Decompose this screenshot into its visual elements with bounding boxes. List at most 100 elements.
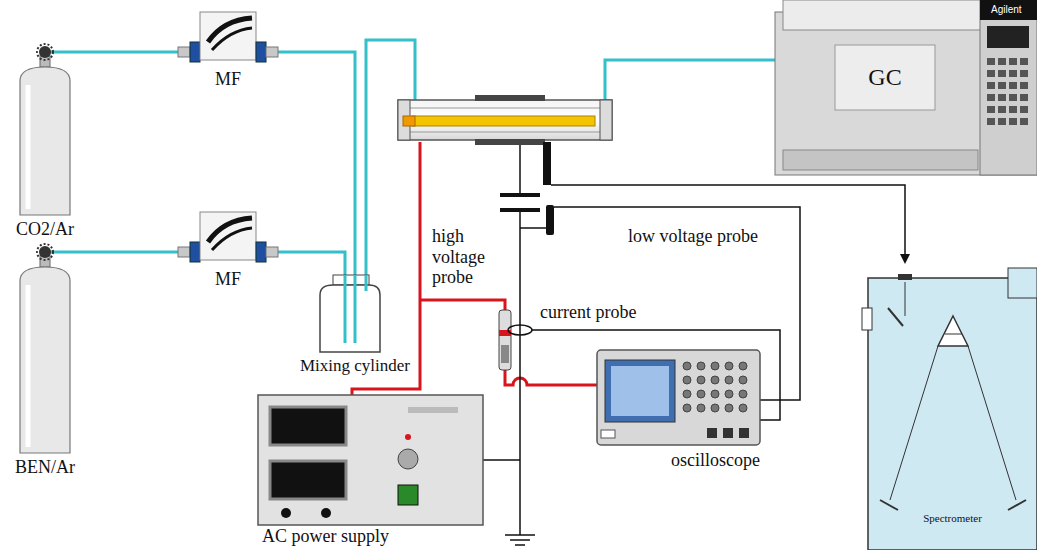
gas-cylinder [20, 267, 70, 453]
gas-cylinder [50, 251, 80, 254]
gas-chromatograph [1020, 118, 1028, 125]
spectrometer-box [898, 274, 912, 280]
mixing-bottle [344, 275, 347, 343]
gas-chromatograph [998, 118, 1006, 125]
gas-chromatograph [783, 150, 978, 170]
plasma-reactor [412, 116, 595, 126]
optical-fiber [551, 185, 905, 262]
gas-chromatograph [987, 106, 995, 113]
spectrometer-box [888, 308, 903, 326]
gas-cylinder [26, 85, 31, 209]
gas-chromatograph [998, 82, 1006, 89]
ground-wire [519, 145, 521, 195]
gas-chromatograph [1009, 82, 1017, 89]
gas-cylinder [20, 244, 80, 453]
equipment-node: AC power supply [258, 395, 483, 550]
power-supply-body [270, 407, 346, 445]
gas-line [366, 40, 775, 275]
gas-chromatograph [987, 82, 995, 89]
equipment-node: GC [775, 0, 1037, 175]
high-voltage-probe-symbol [499, 310, 511, 370]
mass-flow-controller [190, 42, 200, 62]
oscilloscope-body [707, 428, 717, 438]
equipment-node: MF [178, 12, 278, 92]
equipment-node: Mixing cylinder [295, 275, 415, 380]
oscilloscope-body [683, 404, 691, 412]
oscilloscope-body [697, 362, 705, 370]
oscilloscope-body [739, 362, 747, 370]
oscilloscope-body [683, 390, 691, 398]
oscilloscope-body [697, 376, 705, 384]
mass-flow-controller [212, 228, 252, 250]
gas-chromatograph [987, 70, 995, 77]
oscilloscope-body [711, 362, 719, 370]
oscilloscope-body [683, 362, 691, 370]
power-supply-body [258, 395, 483, 525]
equipment-shape [10, 245, 80, 485]
power-supply-body [321, 508, 331, 518]
mixing-bottle [333, 275, 369, 285]
gas-cylinder [50, 51, 80, 54]
oscilloscope-body [739, 390, 747, 398]
gas-chromatograph [998, 58, 1006, 65]
spectrometer-box [1008, 500, 1026, 510]
ground-symbol [505, 534, 535, 536]
plasma-reactor [398, 95, 612, 145]
oscilloscope-body [711, 376, 719, 384]
gas-cylinder [37, 244, 53, 260]
plasma-reactor [600, 100, 612, 140]
oscilloscope-body [739, 428, 749, 438]
ground-symbol [510, 539, 530, 541]
gas-cylinder [20, 44, 80, 215]
ground-wire [483, 145, 520, 535]
equipment-node: MF [178, 212, 278, 292]
probe-label: low voltage probe [628, 226, 758, 247]
equipment-label: AC power supply [262, 527, 389, 547]
mass-flow-controller [256, 242, 266, 262]
equipment-label: MF [215, 270, 241, 290]
electrode-wire [505, 370, 597, 385]
equipment-label: BEN/Ar [15, 458, 75, 478]
plasma-reactor [403, 116, 415, 126]
gas-line [278, 252, 345, 275]
mass-flow-controller [256, 42, 266, 62]
mixing-bottle [365, 275, 368, 291]
plasma-reactor [475, 139, 545, 145]
oscilloscope-body [597, 350, 760, 445]
spectrometer-box [938, 316, 968, 346]
gas-chromatograph [775, 0, 1037, 175]
electrode-wire [420, 300, 505, 310]
gas-cylinder [39, 246, 51, 258]
gas-chromatograph [1009, 58, 1017, 65]
gas-chromatograph [1020, 70, 1028, 77]
power-supply-body [398, 449, 418, 469]
high-voltage-probe-symbol [499, 310, 511, 370]
spectrometer-box [1008, 268, 1037, 298]
equipment-label: MF [215, 70, 241, 90]
power-supply-body [281, 508, 291, 518]
equipment-shape [10, 45, 80, 245]
gas-chromatograph [1020, 82, 1028, 89]
oscilloscope-body [739, 376, 747, 384]
oscilloscope-body [739, 404, 747, 412]
equipment-shape [775, 0, 1037, 175]
mixing-bottle [354, 275, 357, 343]
equipment-node: oscilloscope [597, 350, 762, 475]
gas-cylinder [20, 67, 70, 215]
oscilloscope-body [605, 360, 675, 422]
gas-line [366, 40, 415, 275]
equipment-label: Spectrometer [923, 512, 982, 524]
oscilloscope-body [725, 362, 733, 370]
equipment-node: Spectrometer [868, 268, 1037, 550]
mass-flow-controller [266, 47, 278, 57]
spectrometer-box [862, 308, 872, 330]
equipment-shape [868, 268, 1037, 550]
mass-flow-controller [212, 28, 252, 50]
plasma-reactor [398, 100, 612, 140]
oscilloscope-body [711, 390, 719, 398]
equipment-label: CO2/Ar [16, 220, 74, 240]
gas-chromatograph [980, 0, 1037, 20]
ground-symbol [515, 544, 525, 546]
capacitor-symbol [500, 193, 540, 197]
spectrometer-box [890, 346, 938, 500]
